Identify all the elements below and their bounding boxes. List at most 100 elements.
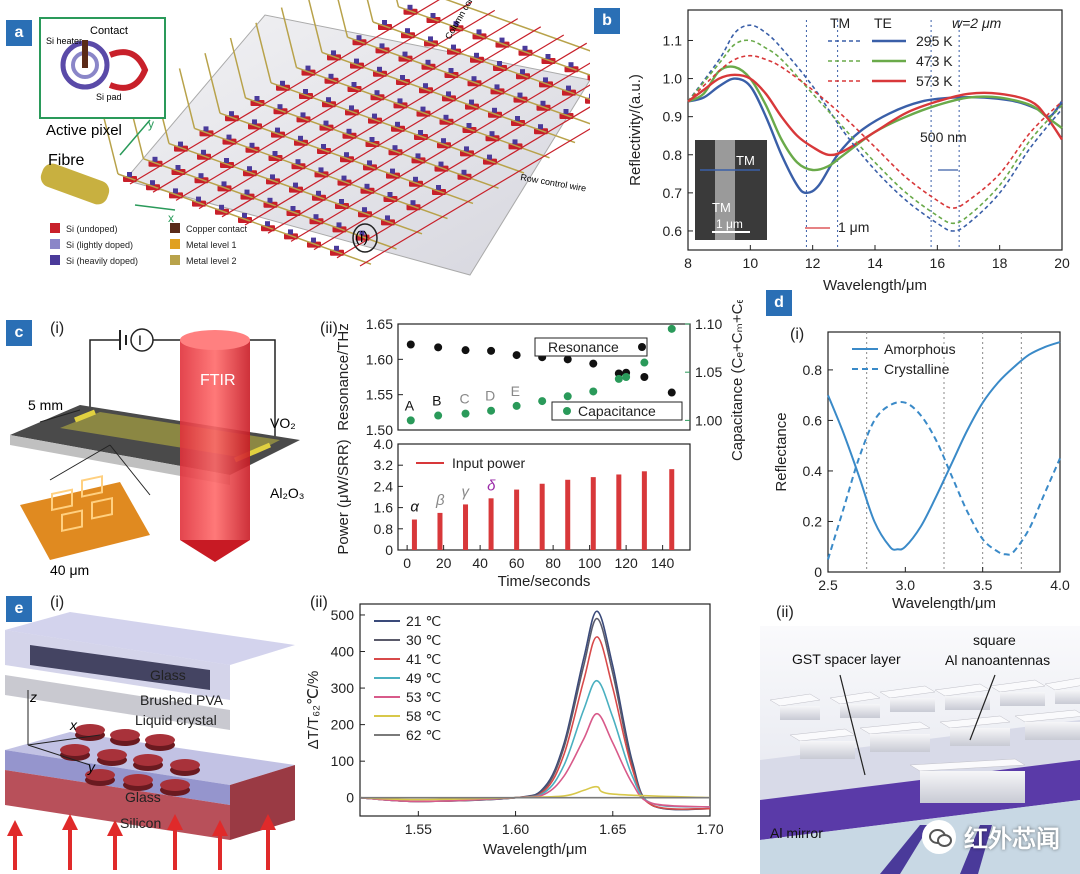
lc-disk bbox=[75, 724, 105, 736]
column-wire bbox=[372, 21, 590, 101]
pixel-contact bbox=[311, 237, 316, 243]
fibre-label: Fibre bbox=[48, 152, 85, 169]
series-amorphous bbox=[827, 341, 1061, 551]
row-wire bbox=[129, 0, 440, 185]
pixel-contact bbox=[178, 141, 183, 147]
wechat-icon bbox=[922, 819, 956, 854]
pixel-contact bbox=[438, 161, 444, 167]
legend-capacitance: Capacitance bbox=[578, 403, 656, 419]
pixel-contact bbox=[364, 183, 370, 189]
legend-swatch bbox=[50, 223, 60, 233]
power-bar bbox=[514, 489, 520, 550]
pixel-contact bbox=[395, 121, 400, 127]
pixel-contact bbox=[382, 20, 387, 25]
pixel-contact bbox=[331, 50, 336, 56]
pixel-contact bbox=[341, 175, 347, 181]
y-tick-label: 3.2 bbox=[374, 457, 394, 473]
pixel-contact bbox=[336, 222, 342, 228]
resonance-point bbox=[667, 388, 676, 397]
pixel-contact bbox=[354, 58, 359, 64]
pixel-contact bbox=[466, 123, 472, 128]
sem-scale: 1 μm bbox=[716, 217, 743, 231]
panel-a-legend: Si (undoped)Si (lightly doped)Si (heavil… bbox=[50, 223, 248, 266]
column-wire bbox=[168, 142, 423, 235]
pixel-contact bbox=[540, 100, 546, 106]
pixel-contact bbox=[280, 80, 285, 86]
plot-frame bbox=[359, 603, 711, 817]
series-TE-473K bbox=[687, 65, 1063, 172]
capacitance-point bbox=[487, 406, 496, 415]
greek-label: α bbox=[410, 499, 419, 516]
x-axis-label: Wavelength/μm bbox=[892, 595, 996, 610]
pixel-contact bbox=[247, 166, 252, 172]
y-tick-label: 1.60 bbox=[366, 351, 393, 367]
x-axis-label: Wavelength/μm bbox=[823, 277, 927, 294]
square-label: square bbox=[973, 632, 1016, 648]
y-tick-label: 400 bbox=[331, 644, 355, 660]
power-bar bbox=[641, 471, 647, 550]
point-letter: B bbox=[432, 393, 441, 409]
y-tick-label: 0.6 bbox=[803, 412, 823, 428]
column-wire-lead bbox=[337, 0, 349, 38]
pixel-contact bbox=[430, 13, 436, 18]
pixel-contact bbox=[221, 181, 227, 187]
pixel-contact bbox=[425, 59, 431, 65]
legend-temp-label: 473 K bbox=[916, 53, 953, 69]
pixel-contact bbox=[385, 215, 390, 221]
column-wire-lead bbox=[255, 22, 272, 83]
series-TE-573K bbox=[687, 73, 1063, 157]
legend-capacitance-box bbox=[551, 401, 683, 421]
pixel-contact bbox=[428, 36, 433, 42]
y-axis-label: Power (μW/SRR) bbox=[335, 439, 352, 554]
layer-silicon: Silicon bbox=[120, 815, 161, 831]
row-wire bbox=[175, 9, 496, 201]
column-wire-lead bbox=[366, 0, 374, 23]
meter-icon bbox=[130, 328, 154, 352]
capacitance-point bbox=[461, 409, 470, 418]
legend-swatch bbox=[170, 255, 180, 265]
pixel-contact bbox=[492, 107, 497, 113]
y-tick-label: 0 bbox=[385, 542, 393, 558]
sem-tm-bottom: TM bbox=[712, 200, 731, 215]
legend-temp-label: 41 ℃ bbox=[406, 651, 441, 667]
series-53℃ bbox=[359, 712, 711, 808]
series-TM-573K bbox=[687, 54, 1063, 209]
nanoantenna-top bbox=[909, 758, 1026, 772]
pixel-contact bbox=[201, 149, 206, 155]
light-arrowhead bbox=[212, 820, 228, 836]
x-tick-label: 8 bbox=[684, 255, 692, 271]
nanoantenna-side bbox=[870, 734, 930, 752]
x-tick-label: 0 bbox=[403, 555, 411, 571]
legend-resonance-dot bbox=[638, 343, 646, 351]
x-tick-label: 2.5 bbox=[818, 577, 838, 593]
lc-disk bbox=[123, 774, 153, 786]
pixel-contact bbox=[290, 206, 296, 211]
legend-temp-label: 573 K bbox=[916, 73, 953, 89]
meter-label: I bbox=[138, 332, 142, 348]
pixel-contact bbox=[226, 134, 232, 140]
x-tick-label: 1.65 bbox=[599, 821, 626, 837]
ftir-label: FTIR bbox=[200, 372, 236, 389]
x-tick-label: 3.5 bbox=[973, 577, 993, 593]
marker-i: (i) bbox=[355, 229, 368, 246]
pixel-contact bbox=[288, 229, 293, 235]
power-bar bbox=[488, 498, 494, 550]
x-tick-label: 120 bbox=[614, 555, 638, 571]
pixel-contact bbox=[150, 180, 155, 186]
y-axis-label: Resonance/THz bbox=[335, 323, 352, 431]
legend-label: Copper contact bbox=[186, 224, 248, 234]
y-tick-label: 0.8 bbox=[803, 362, 823, 378]
x-tick-label: 3.0 bbox=[896, 577, 916, 593]
power-bar bbox=[411, 519, 417, 550]
pixel-contact bbox=[566, 85, 571, 91]
y-tick-label: 200 bbox=[331, 717, 355, 733]
top-frame bbox=[397, 323, 691, 431]
chart-c: 1.501.551.601.651.001.051.10Resonance/TH… bbox=[335, 300, 746, 590]
y-tick-label: 0.7 bbox=[663, 185, 683, 201]
pixel-contact bbox=[267, 197, 273, 203]
y-tick-label: 1.0 bbox=[663, 71, 683, 87]
x-tick-label: 20 bbox=[436, 555, 452, 571]
pixel-contact bbox=[441, 138, 446, 144]
